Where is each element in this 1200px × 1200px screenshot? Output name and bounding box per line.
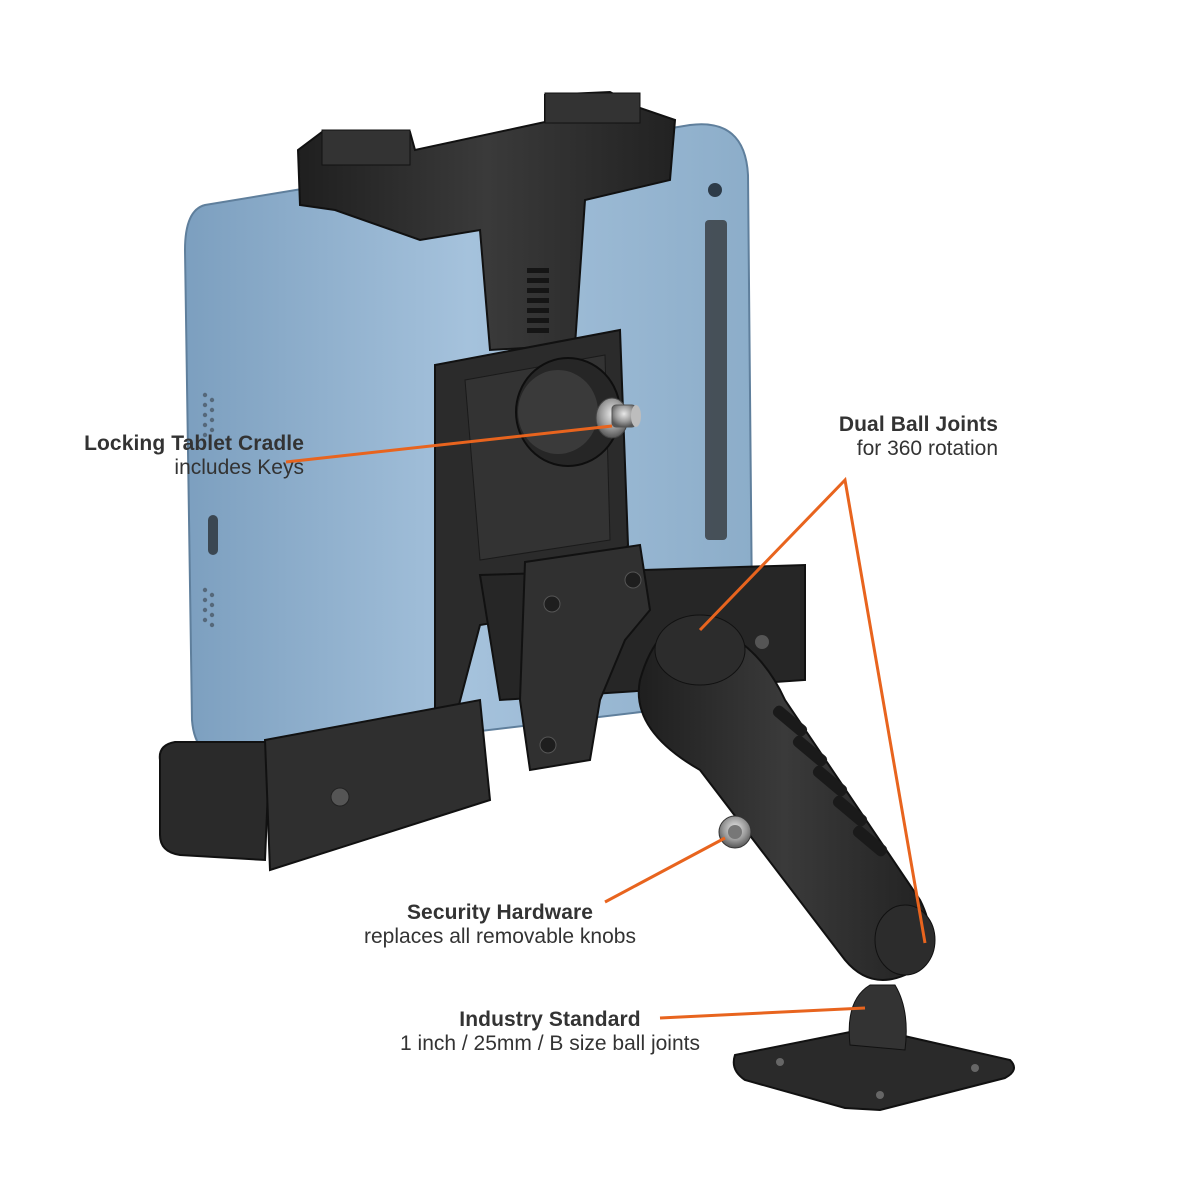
callout-subtitle: 1 inch / 25mm / B size ball joints [400, 1032, 700, 1056]
leader-lines [285, 424, 927, 1020]
callout-title: Locking Tablet Cradle [84, 432, 304, 455]
callout-subtitle: includes Keys [174, 456, 304, 480]
callout-dual-ball-joints: Dual Ball Joints for 360 rotation [760, 413, 998, 461]
mounting-plate [518, 543, 652, 772]
callout-subtitle: replaces all removable knobs [364, 925, 636, 949]
callout-title: Industry Standard [459, 1008, 641, 1031]
callout-title: Dual Ball Joints [838, 413, 998, 436]
callout-subtitle: for 360 rotation [856, 437, 998, 461]
callout-title: Security Hardware [406, 901, 594, 924]
callout-security-hardware: Security Hardware replaces all removable… [300, 901, 700, 949]
leader-line-ball-joints [698, 476, 927, 944]
leader-line-security [604, 836, 726, 904]
leader-line-industry [659, 1006, 866, 1020]
base-plate [732, 984, 1015, 1112]
callout-locking-tablet-cradle: Locking Tablet Cradle includes Keys [42, 432, 304, 480]
ball-joint-arm [637, 614, 936, 981]
top-clamp [296, 90, 677, 352]
callout-industry-standard: Industry Standard 1 inch / 25mm / B size… [300, 1008, 800, 1056]
leader-line-cradle [285, 424, 613, 464]
